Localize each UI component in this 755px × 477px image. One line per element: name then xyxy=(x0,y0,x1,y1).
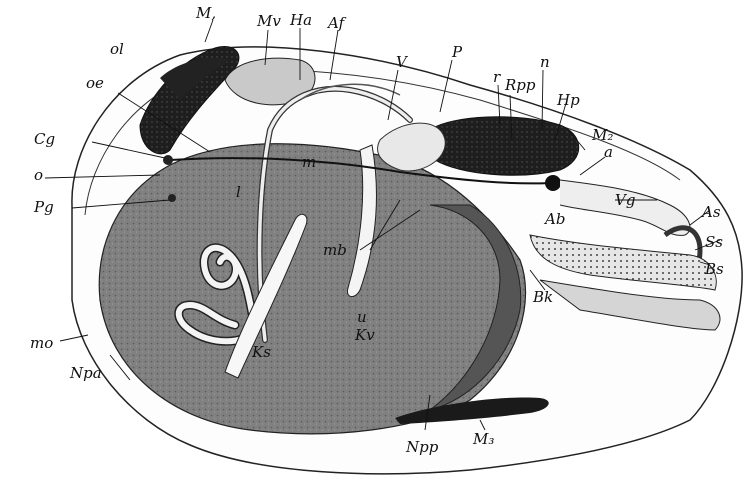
label-mo: mo xyxy=(30,336,53,351)
label-Kv: Kv xyxy=(355,328,375,343)
label-a: a xyxy=(604,145,613,160)
label-u: u xyxy=(357,310,367,325)
label-Ss: Ss xyxy=(705,235,723,250)
label-ol: ol xyxy=(110,42,124,57)
label-Bs: Bs xyxy=(705,262,724,277)
cerebral-ganglion xyxy=(163,155,173,165)
label-Ab: Ab xyxy=(545,212,565,227)
label-Ha: Ha xyxy=(290,13,312,28)
label-mb: mb xyxy=(323,243,347,258)
label-Af: Af xyxy=(328,16,344,31)
label-m: m xyxy=(302,155,316,170)
label-Mv: Mv xyxy=(257,14,281,29)
label-M2: M₂ xyxy=(592,128,613,143)
label-o: o xyxy=(34,168,43,183)
label-V: V xyxy=(396,55,407,70)
label-oe: oe xyxy=(86,76,104,91)
visceral-ganglion xyxy=(545,175,561,191)
label-Ks: Ks xyxy=(252,345,271,360)
label-n: n xyxy=(540,55,550,70)
label-M3: M₃ xyxy=(473,432,494,447)
label-Cg: Cg xyxy=(34,132,55,147)
label-Vg: Vg xyxy=(615,193,635,208)
label-Bk: Bk xyxy=(533,290,553,305)
label-M1: M, xyxy=(196,6,216,21)
label-l: l xyxy=(236,185,241,200)
label-P: P xyxy=(452,45,462,60)
label-Hp: Hp xyxy=(557,93,580,108)
pedal-ganglion xyxy=(168,194,176,202)
label-Npp: Npp xyxy=(406,440,438,455)
label-Npa: Npa xyxy=(70,366,102,381)
label-Rpp: Rpp xyxy=(505,78,536,93)
label-As: As xyxy=(702,205,721,220)
label-r: r xyxy=(493,70,500,85)
label-Pg: Pg xyxy=(34,200,54,215)
